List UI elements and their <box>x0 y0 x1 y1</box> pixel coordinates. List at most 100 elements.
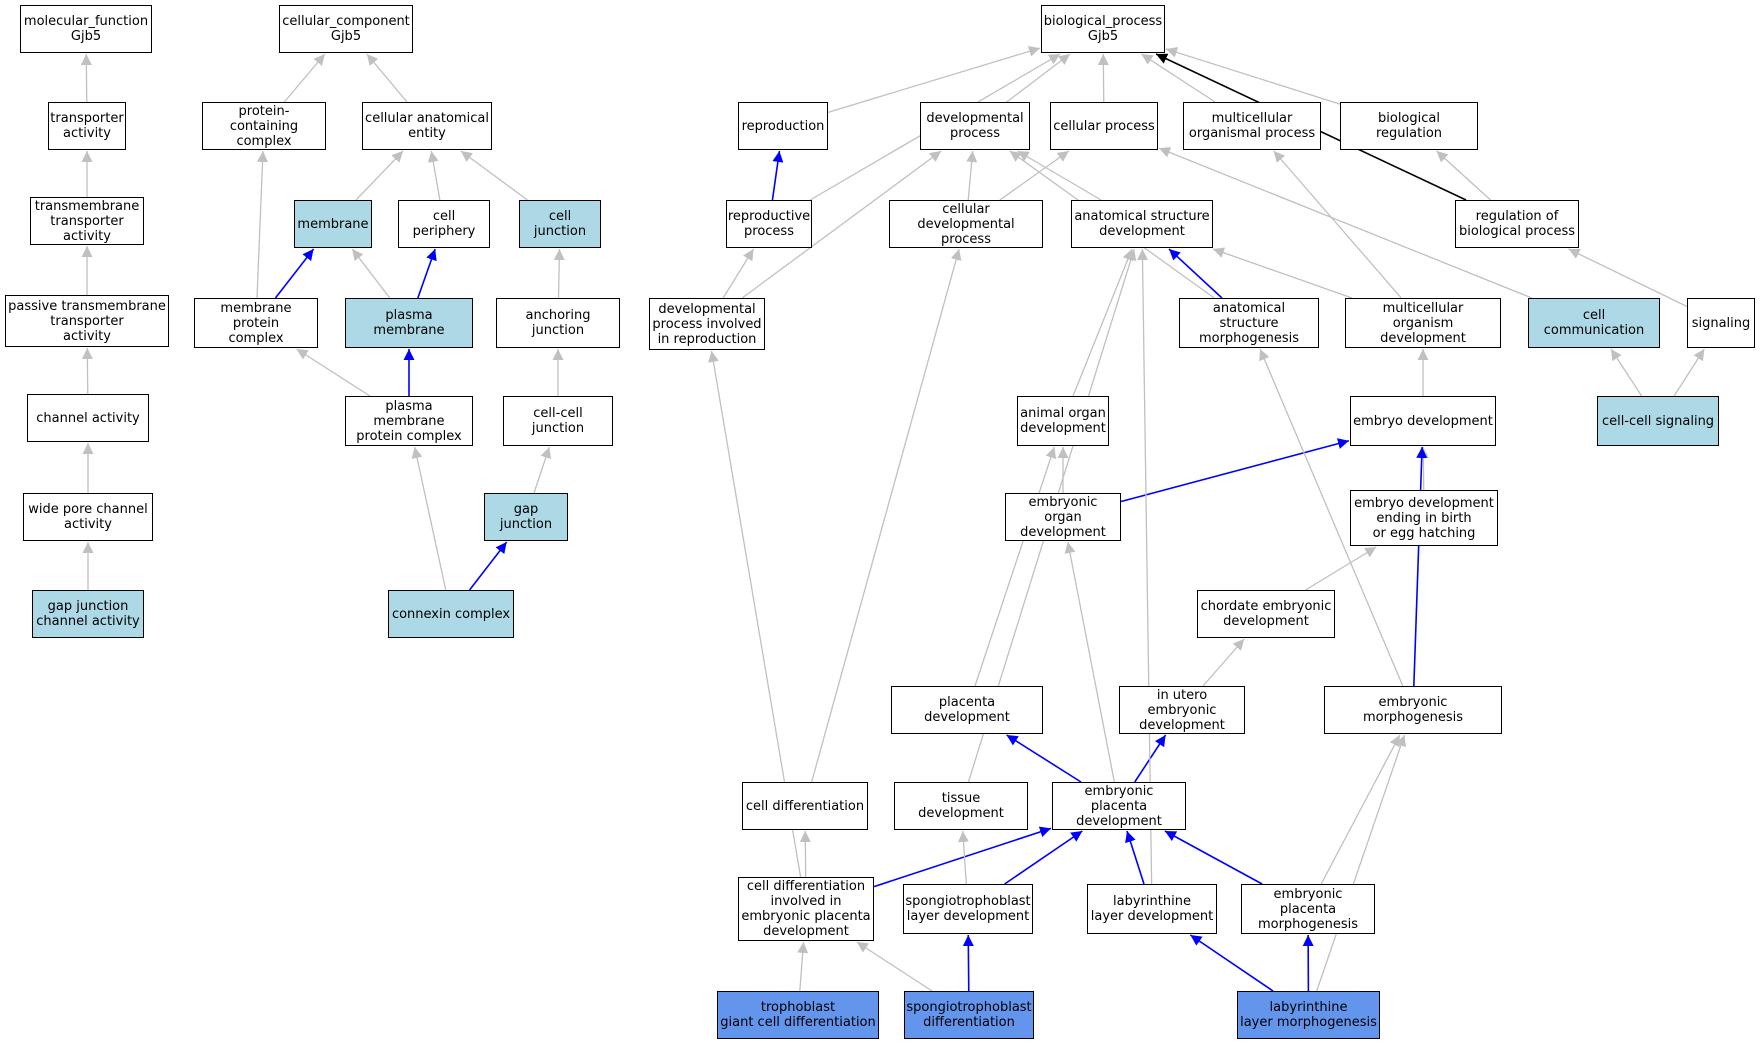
node-ptta[interactable]: passive transmembrane transporter activi… <box>5 295 169 347</box>
edge-br-to-bp <box>1165 47 1341 105</box>
node-dpir[interactable]: developmental process involved in reprod… <box>649 298 765 350</box>
edge-epd-to-eod <box>1064 541 1115 783</box>
edge-mod-to-asd <box>1212 247 1353 299</box>
edge-pd-to-aod <box>974 446 1057 687</box>
edge-cae-to-cc <box>366 53 408 103</box>
edge-sld-to-td <box>957 830 969 885</box>
edge-cp-to-cae <box>427 150 441 201</box>
node-ca[interactable]: channel activity <box>27 394 149 442</box>
node-rbp[interactable]: regulation of biological process <box>1455 200 1579 248</box>
edge-ccom-to-cellp <box>1158 147 1533 299</box>
node-mem[interactable]: membrane <box>294 200 372 248</box>
edge-lld-to-asd <box>1137 248 1153 885</box>
edge-llm-to-lld <box>1189 934 1274 992</box>
node-ced[interactable]: chordate embryonic development <box>1197 590 1335 638</box>
node-bp[interactable]: biological_process Gjb5 <box>1041 5 1165 53</box>
edge-ced-to-edeb <box>1305 546 1377 591</box>
edge-cj-to-cae <box>460 150 528 201</box>
node-cx[interactable]: connexin complex <box>388 590 514 638</box>
node-tgcd[interactable]: trophoblast giant cell differentiation <box>717 991 879 1039</box>
node-cae[interactable]: cellular anatomical entity <box>362 102 492 150</box>
edge-eod-to-ed <box>1120 438 1350 503</box>
node-td[interactable]: tissue development <box>894 782 1028 830</box>
edge-epm-to-em <box>1320 734 1401 885</box>
node-ta[interactable]: transporter activity <box>48 102 126 150</box>
edge-aod-to-asd <box>1072 248 1133 397</box>
edge-sdiff-to-cdiepd <box>856 941 933 992</box>
edge-sig-to-rbp <box>1568 248 1688 308</box>
node-cdiff[interactable]: cell differentiation <box>742 782 868 830</box>
node-tmta[interactable]: transmembrane transporter activity <box>30 197 144 245</box>
node-edeb[interactable]: embryo development ending in birth or eg… <box>1350 490 1498 546</box>
node-wpca[interactable]: wide pore channel activity <box>23 493 153 541</box>
node-rp[interactable]: reproductive process <box>726 200 812 248</box>
edge-lld-to-epd <box>1125 830 1145 885</box>
edge-sld-to-epd <box>1004 830 1083 885</box>
node-gjca[interactable]: gap junction channel activity <box>32 590 144 638</box>
node-sld[interactable]: spongiotrophoblast layer development <box>903 884 1033 934</box>
node-sig[interactable]: signaling <box>1687 298 1755 348</box>
edge-pmpc-to-mpc <box>296 348 371 397</box>
edge-cx-to-gj <box>468 541 508 591</box>
node-epm[interactable]: embryonic placenta morphogenesis <box>1241 884 1375 934</box>
edge-mod-to-mop <box>1273 150 1402 299</box>
node-cp[interactable]: cell periphery <box>398 200 490 248</box>
edge-tgcd-to-cdiepd <box>797 941 809 992</box>
node-br[interactable]: biological regulation <box>1340 102 1478 150</box>
node-cj[interactable]: cell junction <box>519 200 601 248</box>
node-sdiff[interactable]: spongiotrophoblast differentiation <box>904 991 1034 1039</box>
node-em[interactable]: embryonic morphogenesis <box>1324 686 1502 734</box>
edge-pm-to-cp <box>417 248 437 299</box>
node-pd[interactable]: placenta development <box>891 686 1043 734</box>
node-aj[interactable]: anchoring junction <box>496 298 620 348</box>
node-mf[interactable]: molecular_function Gjb5 <box>20 5 152 53</box>
edge-pm-to-mem <box>351 248 391 299</box>
node-pcc[interactable]: protein-containing complex <box>202 102 326 150</box>
node-cdiepd[interactable]: cell differentiation involved in embryon… <box>738 877 874 941</box>
node-dp[interactable]: developmental process <box>920 102 1030 150</box>
edge-cdiff-to-cdp <box>811 248 962 783</box>
node-mod[interactable]: multicellular organism development <box>1345 298 1501 348</box>
node-rep[interactable]: reproduction <box>738 102 828 150</box>
edge-dpir-to-dp <box>741 150 942 299</box>
node-gj[interactable]: gap junction <box>484 493 568 541</box>
edge-rp-to-rep <box>771 150 784 201</box>
edge-cx-to-pmpc <box>411 446 447 591</box>
node-ccj[interactable]: cell-cell junction <box>503 396 613 446</box>
node-ccom[interactable]: cell communication <box>1528 298 1660 348</box>
node-aod[interactable]: animal organ development <box>1017 396 1109 446</box>
edge-cdp-to-dp <box>966 150 978 201</box>
node-asm[interactable]: anatomical structure morphogenesis <box>1179 298 1319 348</box>
node-pm[interactable]: plasma membrane <box>345 298 473 348</box>
node-epd[interactable]: embryonic placenta development <box>1052 782 1186 830</box>
edge-mop-to-bp <box>1141 53 1216 103</box>
edge-rep-to-bp <box>827 46 1041 113</box>
node-iued[interactable]: in utero embryonic development <box>1119 686 1245 734</box>
node-mop[interactable]: multicellular organismal process <box>1183 102 1321 150</box>
edge-ccs-to-ccom <box>1610 348 1643 397</box>
edge-asd-to-dp <box>1017 150 1102 201</box>
node-cellp[interactable]: cellular process <box>1050 102 1158 150</box>
edge-mpc-to-pcc <box>256 150 269 299</box>
node-asd[interactable]: anatomical structure development <box>1071 200 1213 248</box>
node-ccs[interactable]: cell-cell signaling <box>1597 396 1719 446</box>
node-cc[interactable]: cellular_component Gjb5 <box>279 5 413 53</box>
node-pmpc[interactable]: plasma membrane protein complex <box>345 396 473 446</box>
edge-ccs-to-sig <box>1673 348 1705 397</box>
node-ed[interactable]: embryo development <box>1350 396 1496 446</box>
edge-dp-to-bp <box>1006 53 1071 103</box>
edge-em-to-ed <box>1413 446 1428 687</box>
node-llm[interactable]: labyrinthine layer morphogenesis <box>1237 991 1380 1039</box>
edge-epd-to-pd <box>1006 734 1082 783</box>
edge-asm-to-asd <box>1168 248 1223 299</box>
node-lld[interactable]: labyrinthine layer development <box>1087 884 1217 934</box>
edge-gj-to-ccj <box>533 446 552 494</box>
node-mpc[interactable]: membrane protein complex <box>194 298 318 348</box>
node-cdp[interactable]: cellular developmental process <box>889 200 1043 248</box>
edge-aj-to-cj <box>553 248 565 299</box>
node-eod[interactable]: embryonic organ development <box>1005 493 1121 541</box>
edge-em-to-asm <box>1259 348 1404 687</box>
edge-epm-to-epd <box>1164 830 1263 885</box>
